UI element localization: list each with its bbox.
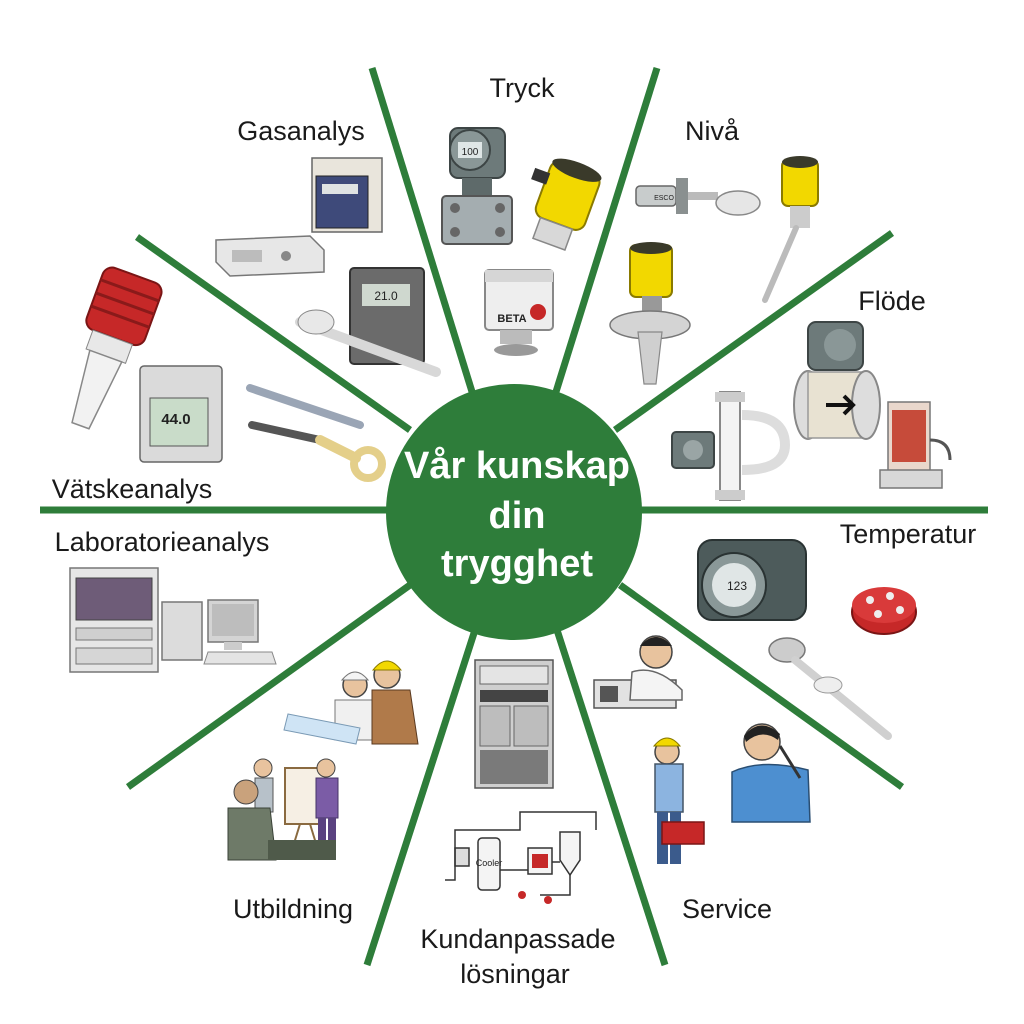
liquid-analyzer-icon: 44.0 [139, 365, 223, 463]
spoke-service-kundanpassade [553, 628, 669, 967]
spokes [40, 66, 988, 967]
label-utbildning: Utbildning [233, 894, 353, 924]
center-line-3: trygghet [441, 543, 593, 585]
cooler-label-text: Cooler [476, 858, 503, 868]
float-switch-icon: ESCO [635, 178, 761, 216]
vatskeanalys-devices: 44.0 [71, 266, 386, 482]
pressure-gauge-text: 100 [462, 147, 479, 158]
center-circle [386, 384, 642, 640]
temp-display-text: 123 [727, 579, 747, 593]
center-line-2: din [489, 495, 546, 537]
rack-analyzer-icon [215, 235, 325, 277]
pressure-transmitter-icon: 100 [441, 127, 513, 245]
label-vatskeanalys: Vätskeanalys [52, 474, 213, 504]
tryck-devices: 100 BETA [441, 127, 602, 356]
service-illustrations [593, 635, 811, 864]
niva-devices: ESCO [609, 156, 819, 385]
spoke-kundanpassade-utbildning [363, 628, 479, 967]
utbildning-illustrations [227, 660, 419, 861]
man-on-phone-icon [731, 723, 811, 823]
label-temperatur: Temperatur [840, 519, 977, 549]
label-flode: Flöde [858, 286, 926, 316]
temperature-transmitter-icon: 123 [697, 539, 807, 621]
beta-logo-text: BETA [497, 313, 526, 325]
flode-devices [671, 321, 952, 501]
gasanalys-devices: 21.0 [215, 157, 441, 377]
spoke-tryck-left [368, 66, 477, 397]
label-laboratorieanalys: Laboratorieanalys [55, 527, 270, 557]
laboratorieanalys-devices [69, 567, 277, 673]
label-tryck: Tryck [490, 73, 555, 103]
thermocouple-probe-icon [768, 637, 892, 740]
esco-label-text: ESCO [654, 195, 674, 202]
control-cabinet-icon [474, 659, 554, 789]
pt100-sensor-icon [851, 587, 917, 635]
engineers-with-blueprint-icon [283, 660, 419, 745]
gas-analyzer-box-icon [311, 157, 383, 233]
radar-level-sensor-icon [609, 242, 691, 385]
spoke-temperatur-service [617, 582, 905, 790]
lab-computer-icon [161, 599, 277, 665]
segment-labels: Tryck Nivå Flöde Temperatur Service Kund… [52, 73, 977, 989]
zirconia-gas-analyzer-icon: 21.0 [295, 267, 441, 377]
variable-area-flowmeter-icon [671, 391, 791, 501]
label-kundanpassade: Kundanpassade [420, 924, 615, 954]
worker-with-toolbox-icon [652, 737, 705, 864]
center-hub: Vår kunskap din trygghet [386, 384, 642, 640]
kundanpassade-illustrations: Cooler [445, 659, 597, 904]
electrode-probes-icon [246, 384, 386, 482]
magnetic-flowmeter-icon [793, 321, 881, 440]
label-service: Service [682, 894, 772, 924]
temperatur-devices: 123 [697, 539, 917, 740]
presentation-meeting-icon [227, 758, 339, 861]
center-line-1: Vår kunskap [404, 445, 630, 487]
gas-display-text: 21.0 [374, 289, 398, 303]
spoke-utbildning-laboratorieanalys [125, 582, 413, 790]
spoke-niva-flode [612, 230, 895, 433]
label-losningar: lösningar [460, 959, 570, 989]
yellow-level-probe-icon [762, 156, 819, 303]
laboratory-analyzer-icon [69, 567, 159, 673]
liquid-display-text: 44.0 [161, 411, 190, 428]
spoke-tryck-right [551, 66, 661, 397]
label-gasanalys: Gasanalys [237, 116, 365, 146]
yellow-pressure-sensor-icon [531, 158, 602, 251]
red-sensor-probe-icon [71, 266, 163, 430]
beta-switch-icon: BETA [484, 269, 554, 356]
mass-flow-controller-icon [879, 401, 952, 489]
spoke-vatskeanalys-gasanalys [134, 234, 413, 433]
label-niva: Nivå [685, 116, 740, 146]
technician-at-computer-icon [593, 635, 683, 709]
process-schematic-icon: Cooler [445, 811, 597, 904]
